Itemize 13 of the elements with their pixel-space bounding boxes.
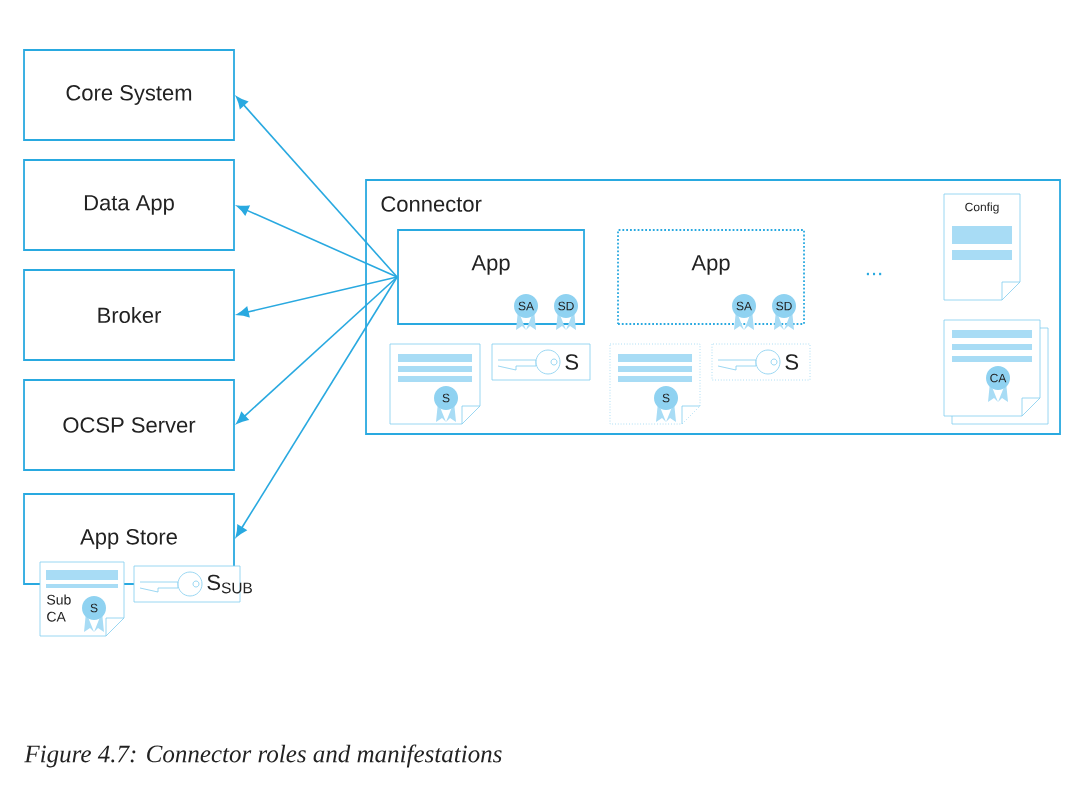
arrow	[236, 205, 398, 278]
ellipsis: ...	[866, 272, 882, 276]
role-box: OCSP Server	[23, 379, 235, 471]
arrow	[235, 276, 398, 538]
caption: Figure 4.7: Connector roles and manifestations	[24, 744, 502, 768]
arrow	[236, 276, 398, 424]
key-card: S	[491, 343, 591, 381]
role-box: Data App	[23, 159, 235, 251]
arrow	[236, 276, 398, 318]
key-card: S	[711, 343, 811, 381]
role-box: Core System	[23, 49, 235, 141]
arrow	[236, 96, 398, 278]
role-box: Broker	[23, 269, 235, 361]
